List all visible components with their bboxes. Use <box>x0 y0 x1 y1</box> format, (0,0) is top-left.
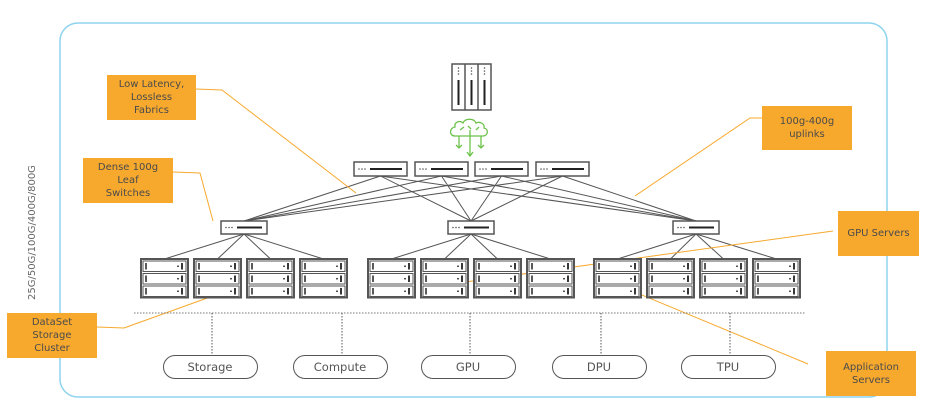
uplink <box>441 175 472 222</box>
server-rack-icon <box>699 258 748 299</box>
callout-leader <box>612 282 809 365</box>
server-rack-icon <box>420 258 469 299</box>
downlink <box>470 233 498 260</box>
callout-leader <box>195 88 357 194</box>
downlink <box>617 233 697 260</box>
downlink <box>444 233 472 260</box>
downlink <box>217 233 245 260</box>
uplink <box>562 175 697 222</box>
leaf-switch-icon <box>447 220 495 235</box>
downlink <box>243 233 271 260</box>
downlink <box>164 233 245 260</box>
speed-label: 25G/50G/100G/400G/800G <box>27 165 38 300</box>
server-rack-icon <box>140 258 189 299</box>
uplink <box>470 175 502 222</box>
server-rack-icon <box>367 258 416 299</box>
server-rack-icon <box>246 258 295 299</box>
downlink <box>695 233 724 260</box>
workload-bus <box>134 312 805 355</box>
uplink <box>441 175 697 222</box>
callout-dataset-storage: DataSet Storage Cluster <box>7 313 97 358</box>
fabric-frame <box>59 22 888 398</box>
server-rack-icon <box>299 258 348 299</box>
uplink <box>470 175 563 222</box>
server-rack-icon <box>473 258 522 299</box>
leaf-switch-icon <box>672 220 720 235</box>
callout-leader <box>634 117 767 197</box>
downlink <box>391 233 472 260</box>
cloud-ai-icon <box>449 118 488 158</box>
server-rack-icon <box>193 258 242 299</box>
workload-pill-gpu: GPU <box>420 355 516 379</box>
callout-dense-leaf: Dense 100g Leaf Switches <box>83 158 173 203</box>
leaf-switch-icon <box>220 220 268 235</box>
uplink <box>380 175 697 222</box>
spine-switch-icon <box>353 161 408 177</box>
downlink <box>243 233 324 260</box>
links-layer <box>164 175 777 260</box>
uplink <box>243 175 442 222</box>
spine-switch-icon <box>414 161 469 177</box>
devices-layer <box>140 63 801 299</box>
uplink <box>501 175 697 222</box>
server-rack-icon <box>646 258 695 299</box>
callout-leader <box>96 296 211 329</box>
uplink <box>243 175 563 222</box>
callout-leader <box>172 171 214 222</box>
downlink <box>470 233 551 260</box>
workload-pill-dpu: DPU <box>551 355 647 379</box>
server-rack-icon <box>593 258 642 299</box>
workload-pill-storage: Storage <box>162 355 258 379</box>
uplink <box>380 175 472 222</box>
callout-uplinks: 100g-400g uplinks <box>762 106 852 150</box>
workload-pill-compute: Compute <box>292 355 388 379</box>
server-rack-icon <box>752 258 801 299</box>
callout-low-latency: Low Latency, Lossless Fabrics <box>107 75 196 120</box>
downlink <box>670 233 697 260</box>
spine-switch-icon <box>474 161 529 177</box>
downlink <box>695 233 777 260</box>
server-tower-icon <box>451 63 492 111</box>
server-rack-icon <box>526 258 575 299</box>
callout-gpu-servers: GPU Servers <box>838 211 919 256</box>
callout-app-servers: Application Servers <box>826 351 916 396</box>
uplink <box>243 175 502 222</box>
spine-switch-icon <box>535 161 590 177</box>
uplink <box>243 175 381 222</box>
workload-pill-tpu: TPU <box>680 355 776 379</box>
